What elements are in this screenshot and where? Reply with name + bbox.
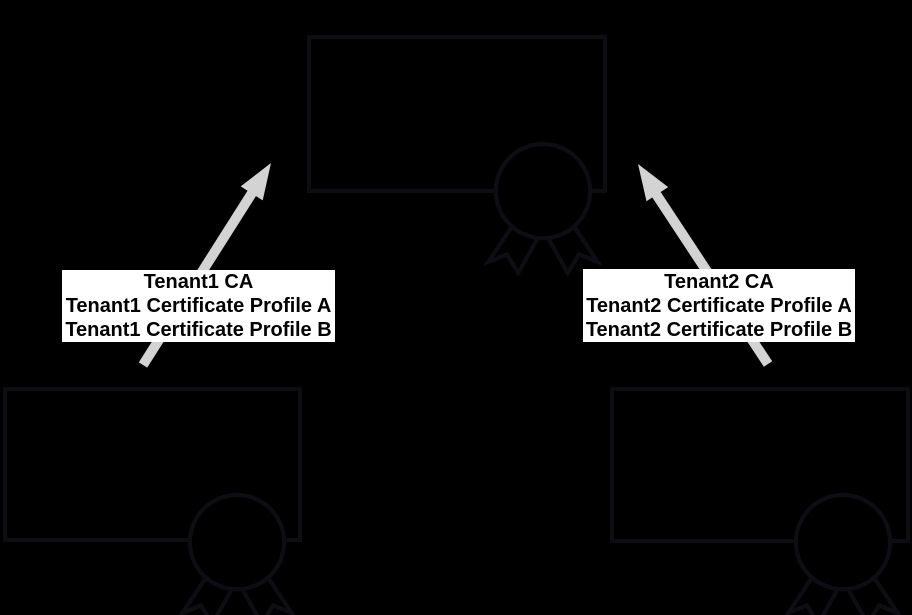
tenant1-ca-name: Tenant1 CA [143, 271, 254, 293]
tenant1-profile-a: Tenant1 Certificate Profile A [65, 295, 332, 317]
tenant2-ca-name: Tenant2 CA [664, 270, 774, 293]
tenant1-certificate-box [3, 387, 302, 542]
tenant1-profile-b: Tenant1 Certificate Profile B [65, 319, 332, 341]
certificate-ribbon-icon [784, 492, 902, 615]
tenant2-certificate-box [610, 387, 910, 543]
tenant2-profile-b: Tenant2 Certificate Profile B [585, 318, 853, 341]
tenant2-ca-label: Tenant2 CA Tenant2 Certificate Profile A… [583, 269, 855, 342]
certificate-ribbon-icon [482, 141, 604, 278]
root-ca-certificate-box [307, 35, 607, 193]
certificate-ribbon-icon [178, 492, 296, 615]
tenant2-profile-a: Tenant2 Certificate Profile A [586, 294, 852, 317]
tenant1-ca-label: Tenant1 CA Tenant1 Certificate Profile A… [62, 270, 335, 342]
